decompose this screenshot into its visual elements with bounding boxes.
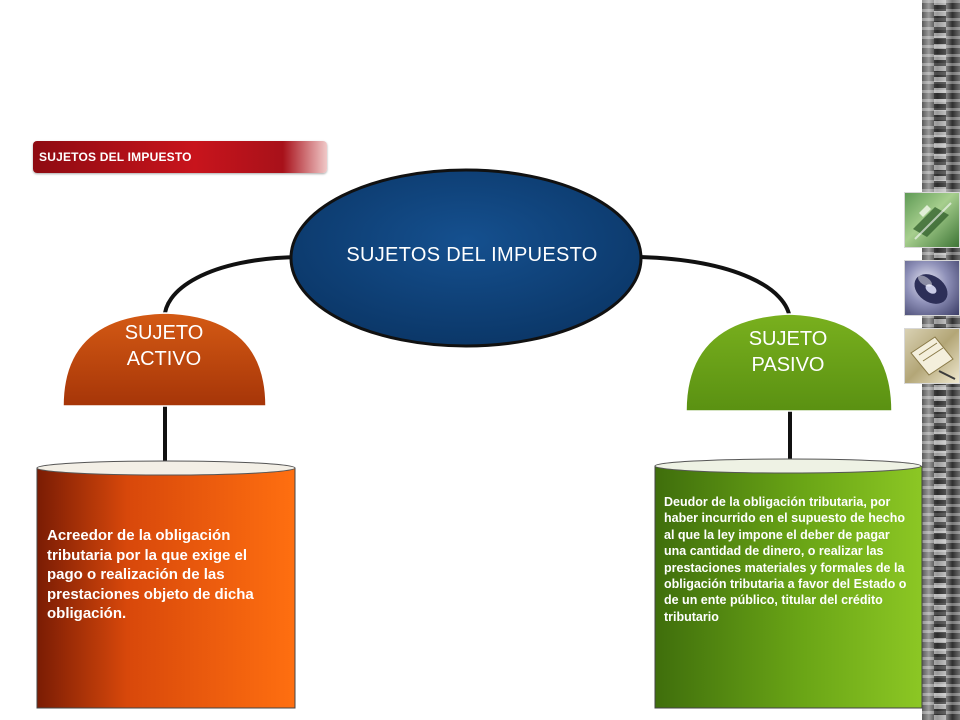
central-node-ellipse bbox=[289, 168, 643, 348]
title-bar-label: SUJETOS DEL IMPUESTO bbox=[39, 150, 192, 164]
right-node-label: SUJETO PASIVO bbox=[688, 326, 888, 378]
right-description-box bbox=[654, 466, 923, 709]
right-description-text: Deudor de la obligación tributaria, por … bbox=[664, 495, 907, 624]
left-node-label-line2: ACTIVO bbox=[126, 348, 202, 370]
left-description-text: Acreedor de la obligación tributaria por… bbox=[47, 527, 254, 622]
green-drafting-icon bbox=[904, 192, 960, 248]
right-node-label-line1: SUJETO bbox=[748, 328, 828, 350]
right-node-label-line2: PASIVO bbox=[751, 354, 825, 376]
connector-left-arc bbox=[162, 255, 301, 323]
right-node-dome bbox=[685, 313, 893, 412]
left-node-dome bbox=[62, 312, 267, 407]
left-node-label: SUJETO ACTIVO bbox=[64, 320, 264, 372]
connector-right-arc bbox=[639, 255, 792, 321]
central-node-label: SUJETOS DEL IMPUESTO bbox=[346, 244, 598, 266]
left-node-label-line1: SUJETO bbox=[124, 322, 204, 344]
title-bar: SUJETOS DEL IMPUESTO bbox=[33, 141, 327, 173]
right-box-top-rim bbox=[654, 458, 922, 474]
left-description-box bbox=[36, 468, 296, 709]
left-box-top-rim bbox=[36, 460, 296, 476]
gold-document-icon bbox=[904, 328, 960, 384]
blue-disc-icon bbox=[904, 260, 960, 316]
